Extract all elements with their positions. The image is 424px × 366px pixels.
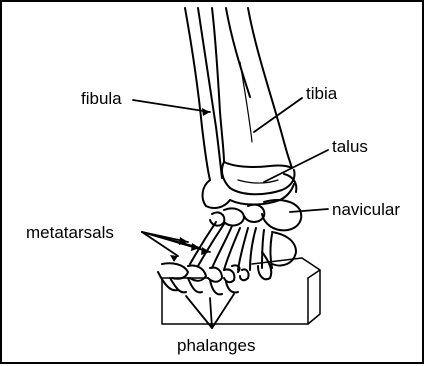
navicular-bone	[210, 200, 301, 279]
tibia-bone	[212, 8, 292, 168]
tibia-leader	[254, 98, 302, 132]
navicular-label: navicular	[332, 201, 400, 218]
phalanges-bones	[158, 263, 249, 294]
talus-label: talus	[332, 138, 368, 155]
navicular-leader	[290, 209, 328, 212]
phalanges-leader-1	[186, 296, 212, 328]
fibula-label: fibula	[81, 90, 122, 107]
metatarsals-leader-3	[142, 232, 210, 252]
phalanges-label: phalanges	[177, 337, 255, 354]
metatarsals-label: metatarsals	[26, 224, 114, 241]
tibia-label: tibia	[306, 85, 337, 102]
fibula-bone	[185, 8, 222, 180]
phalanges-leader-3	[212, 294, 234, 328]
